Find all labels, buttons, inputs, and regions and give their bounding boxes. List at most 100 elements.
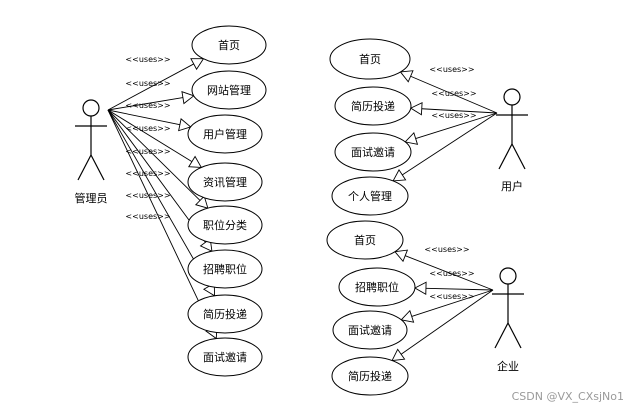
use-case-a1[interactable]: 首页 [191, 25, 267, 65]
use-case-c3[interactable]: 面试邀请 [332, 310, 408, 350]
use-case-label: 网站管理 [207, 83, 251, 97]
use-case-c1[interactable]: 首页 [326, 220, 404, 260]
uses-label-a1: <<uses>> [125, 55, 170, 64]
actor-label: 企业 [497, 359, 519, 373]
uses-label-a7: <<uses>> [125, 191, 170, 200]
use-case-a8[interactable]: 面试邀请 [187, 337, 263, 377]
use-case-label: 招聘职位 [355, 280, 399, 294]
associations-layer [107, 58, 498, 362]
arrowhead-admin-a5 [194, 195, 209, 209]
use-case-a6[interactable]: 招聘职位 [187, 249, 263, 289]
actor-label: 管理员 [75, 191, 108, 205]
use-case-ellipse [334, 132, 412, 172]
uses-label-u3: <<uses>> [431, 111, 476, 120]
uses-label-a8: <<uses>> [125, 212, 170, 221]
arrowhead-user-u4 [392, 168, 407, 182]
association-line-admin-a1 [107, 63, 194, 111]
uses-label-c2: <<uses>> [429, 269, 474, 278]
association-line-admin-a7 [107, 109, 210, 287]
use-case-label: 面试邀请 [203, 350, 247, 364]
association-line-admin-a5 [107, 109, 201, 201]
use-case-label: 面试邀请 [351, 145, 395, 159]
association-line-company-c2 [425, 287, 494, 291]
association-line-admin-a4 [107, 109, 193, 163]
use-case-label: 招聘职位 [203, 262, 247, 276]
association-line-company-c3 [411, 289, 494, 317]
actor-right-leg [511, 143, 526, 170]
association-line-admin-a8 [107, 109, 212, 329]
use-case-label: 用户管理 [203, 127, 247, 141]
actor-left-leg [498, 143, 513, 170]
use-case-label: 面试邀请 [348, 323, 392, 337]
arrowhead-user-u3 [404, 132, 419, 145]
use-case-ellipse [332, 310, 408, 350]
association-line-user-u1 [410, 75, 498, 114]
use-case-ellipse [326, 220, 404, 260]
use-case-u3[interactable]: 面试邀请 [334, 132, 412, 172]
use-case-a7[interactable]: 简历投递 [187, 294, 263, 334]
use-case-label: 首页 [359, 52, 381, 66]
use-case-label: 首页 [354, 233, 376, 247]
use-case-a2[interactable]: 网站管理 [191, 70, 267, 110]
use-case-ellipse [191, 70, 267, 110]
use-case-label: 职位分类 [203, 218, 247, 232]
uses-label-c3: <<uses>> [429, 292, 474, 301]
arrowhead-user-u2 [409, 102, 423, 116]
use-case-c4[interactable]: 简历投递 [331, 356, 409, 396]
use-case-ellipse [331, 176, 409, 216]
arrowhead-company-c4 [391, 348, 406, 362]
actor-user[interactable]: 用户 [496, 88, 528, 193]
actor-company[interactable]: 企业 [492, 267, 524, 373]
actor-right-leg [90, 154, 105, 181]
arrowhead-admin-a2 [181, 91, 195, 105]
use-case-label: 简历投递 [351, 99, 395, 113]
use-case-u4[interactable]: 个人管理 [331, 176, 409, 216]
uses-label-c1: <<uses>> [424, 245, 469, 254]
association-line-admin-a3 [107, 109, 180, 126]
use-case-c2[interactable]: 招聘职位 [338, 267, 416, 307]
use-case-u1[interactable]: 首页 [329, 38, 411, 80]
use-case-label: 个人管理 [348, 189, 392, 203]
arrowhead-user-u1 [399, 70, 414, 83]
use-case-ellipse [191, 25, 267, 65]
association-line-user-u3 [415, 112, 498, 140]
use-case-a4[interactable]: 资讯管理 [187, 162, 263, 202]
association-line-user-u4 [402, 112, 498, 176]
actor-head [499, 267, 517, 285]
actor-label: 用户 [501, 179, 523, 193]
use-case-ellipse [187, 114, 263, 154]
use-case-ellipse [187, 294, 263, 334]
uses-labels-layer: <<uses>> <<uses>> <<uses>> <<uses>> <<uses>>… [125, 55, 476, 301]
use-case-ellipse [329, 38, 411, 80]
arrowhead-company-c2 [414, 281, 427, 296]
actor-head [82, 99, 100, 117]
use-case-ellipse [187, 249, 263, 289]
arrowhead-company-c1 [394, 249, 409, 263]
uses-label-u2: <<uses>> [431, 89, 476, 98]
actor-left-leg [77, 154, 92, 181]
association-line-admin-a2 [107, 97, 184, 111]
association-line-user-u2 [421, 108, 498, 114]
use-case-label: 首页 [218, 38, 240, 52]
watermark: CSDN @VX_CXsjNo1 [512, 390, 624, 403]
use-case-label: 简历投递 [348, 369, 392, 383]
use-case-label: 资讯管理 [203, 175, 247, 189]
use-case-ellipse [187, 205, 263, 245]
use-case-label: 简历投递 [203, 307, 247, 321]
use-cases-layer: 首页网站管理用户管理资讯管理职位分类招聘职位简历投递面试邀请首页简历投递面试邀请… [187, 25, 416, 396]
use-case-a3[interactable]: 用户管理 [187, 114, 263, 154]
uses-label-u1: <<uses>> [429, 65, 474, 74]
association-line-company-c4 [400, 289, 494, 355]
uses-label-a2: <<uses>> [125, 79, 170, 88]
arrowhead-admin-a3 [178, 118, 192, 132]
actor-head [503, 88, 521, 106]
uses-label-a5: <<uses>> [125, 147, 170, 156]
actor-admin[interactable]: 管理员 [75, 99, 108, 205]
use-case-ellipse [334, 86, 412, 126]
use-case-a5[interactable]: 职位分类 [187, 205, 263, 245]
use-case-ellipse [187, 162, 263, 202]
use-case-u2[interactable]: 简历投递 [334, 86, 412, 126]
actor-right-leg [507, 322, 522, 349]
